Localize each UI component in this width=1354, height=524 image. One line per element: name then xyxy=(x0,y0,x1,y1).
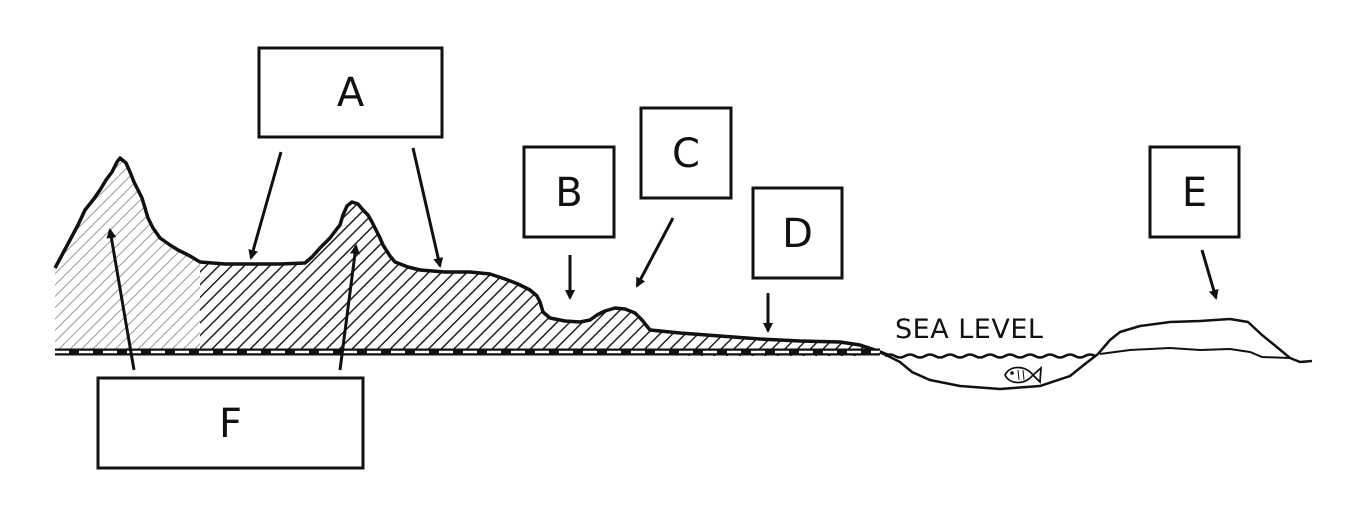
fish-icon xyxy=(1003,365,1043,385)
arrow-c xyxy=(635,217,675,288)
label-e-text: E xyxy=(1182,170,1207,216)
sea-level-label: SEA LEVEL xyxy=(895,314,1043,345)
label-a-text: A xyxy=(337,70,365,116)
label-box-b: B xyxy=(522,145,616,239)
label-f-text: F xyxy=(219,401,242,447)
label-c-text: C xyxy=(672,131,700,177)
sea-surface xyxy=(884,353,1096,359)
ocean-basin xyxy=(879,350,1099,391)
label-box-c: C xyxy=(639,106,733,200)
arrow-a-right xyxy=(411,147,444,268)
label-box-f: F xyxy=(96,376,365,470)
arrow-f-left xyxy=(106,228,136,371)
arrow-e xyxy=(1200,249,1219,300)
terrain-outline xyxy=(53,156,891,358)
arrow-a-left xyxy=(248,151,283,260)
foothill-plain-fill xyxy=(200,202,875,356)
island xyxy=(1097,317,1313,364)
arrow-f-right xyxy=(338,244,360,371)
label-d-text: D xyxy=(782,211,813,257)
label-box-d: D xyxy=(751,186,844,280)
label-b-text: B xyxy=(555,170,582,216)
label-box-e: E xyxy=(1148,145,1241,239)
label-box-a: A xyxy=(257,46,444,139)
island-base xyxy=(1099,346,1291,359)
